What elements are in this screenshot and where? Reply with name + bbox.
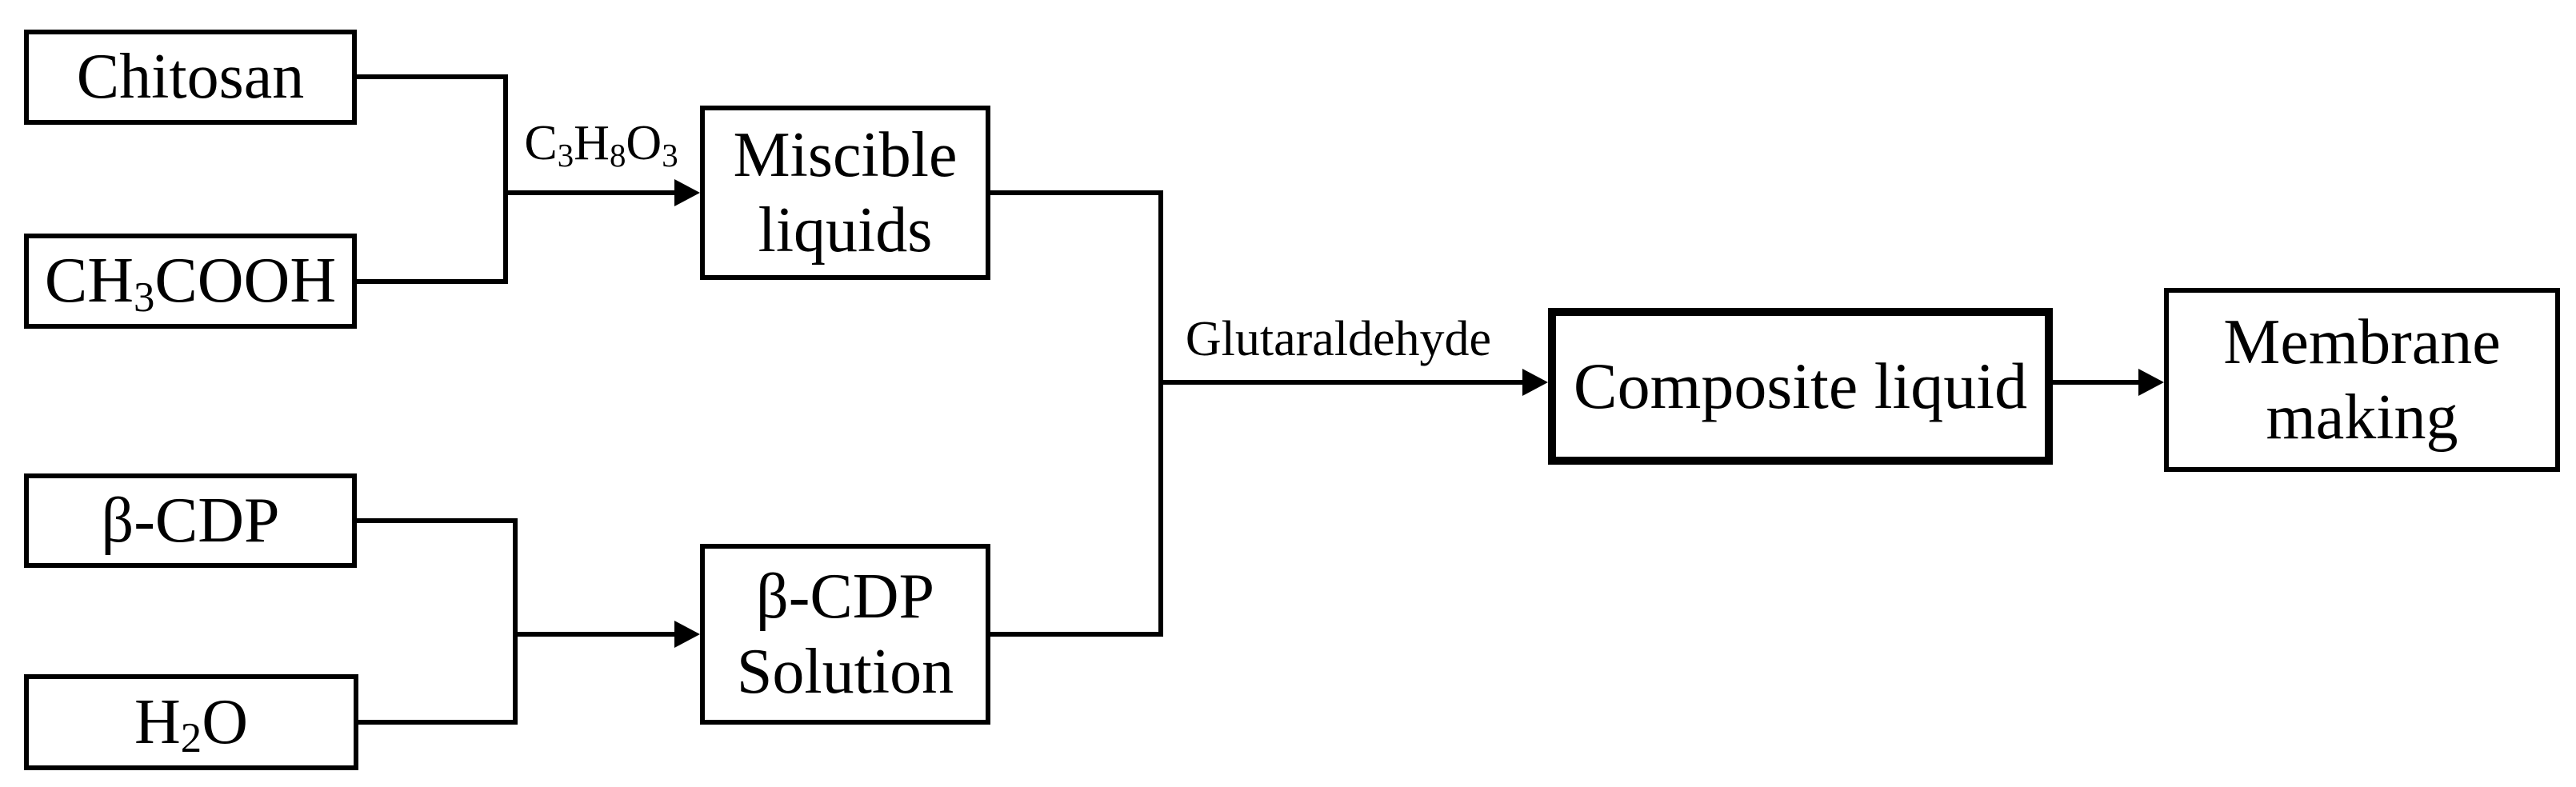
connector-chitosan-out — [357, 74, 508, 79]
arrow-to-solution-shaft — [513, 632, 674, 637]
node-chitosan: Chitosan — [24, 30, 357, 125]
node-miscible-liquids-line2: liquids — [758, 195, 933, 266]
node-beta-cdp-solution-line2: Solution — [736, 637, 954, 707]
node-acetic-acid-label: CH3COOH — [44, 246, 337, 321]
edge-label-glycerol-formula: C3H8O3 — [524, 116, 678, 174]
connector-acetic-acid-out — [357, 279, 508, 284]
edge-label-glutaraldehyde: Glutaraldehyde — [1185, 312, 1492, 366]
connector-merge-top-vertical — [503, 74, 508, 284]
node-beta-cdp-solution-line1: β-CDP — [756, 561, 934, 632]
arrow-to-composite-head-icon — [1522, 369, 1548, 396]
connector-water-out — [357, 720, 513, 725]
arrow-to-miscible-head-icon — [674, 179, 700, 206]
node-miscible-liquids: Miscible liquids — [700, 106, 990, 280]
connector-solution-out — [990, 632, 1163, 637]
arrow-to-miscible-shaft — [503, 190, 674, 195]
arrow-to-solution-head-icon — [674, 621, 700, 648]
node-beta-cdp-solution: β-CDP Solution — [700, 544, 990, 725]
node-beta-cdp: β-CDP — [24, 473, 357, 568]
node-water: H2O — [24, 674, 358, 770]
connector-beta-cdp-out — [357, 518, 513, 523]
node-membrane-making-line1: Membrane — [2223, 306, 2501, 378]
node-acetic-acid: CH3COOH — [24, 234, 357, 329]
node-composite-liquid: Composite liquid — [1548, 308, 2053, 465]
node-composite-liquid-label: Composite liquid — [1573, 349, 2028, 422]
arrow-to-membrane-head-icon — [2138, 369, 2164, 396]
node-water-label: H2O — [134, 686, 248, 762]
arrow-to-composite-shaft — [1158, 380, 1522, 385]
node-beta-cdp-label: β-CDP — [101, 485, 280, 556]
connector-miscible-out — [990, 190, 1163, 195]
node-membrane-making: Membrane making — [2164, 288, 2560, 472]
node-miscible-liquids-line1: Miscible — [733, 119, 958, 190]
connector-merge-middle-vertical — [1158, 190, 1163, 637]
arrow-to-membrane-shaft — [2053, 380, 2138, 385]
node-membrane-making-line2: making — [2266, 382, 2458, 453]
node-chitosan-label: Chitosan — [76, 42, 305, 113]
connector-merge-bottom-vertical — [513, 518, 518, 725]
